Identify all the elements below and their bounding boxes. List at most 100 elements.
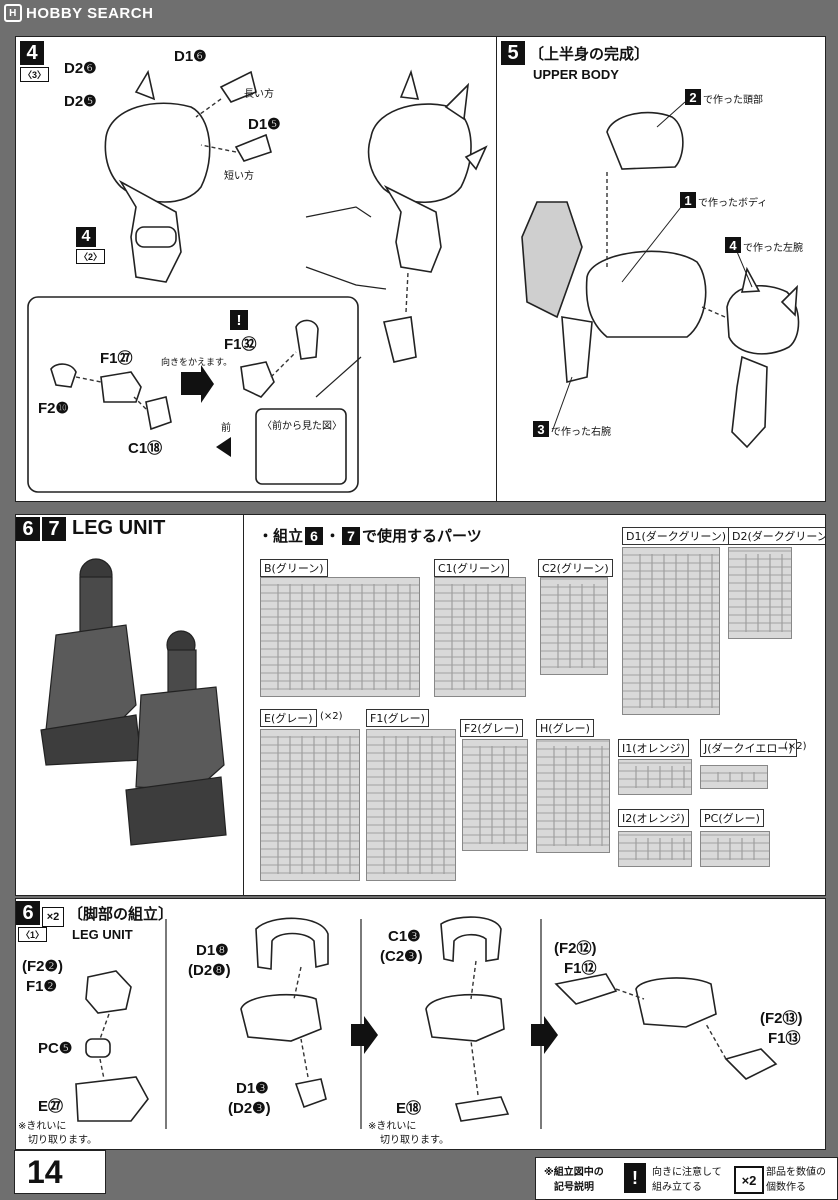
runner-e [260, 729, 360, 881]
callout-1-number: 1 [680, 192, 696, 208]
label-e-27: E㉗ [38, 1098, 64, 1115]
label-d1-5: D1❺ [248, 116, 281, 133]
runner-i2-label: I2(オレンジ) [618, 809, 689, 827]
label-f2-10: F2❿ [38, 400, 69, 417]
parts-heading-step6: 6 [305, 526, 324, 545]
legend-caution-line2: 組み立てる [652, 1182, 702, 1193]
runner-e-label: E(グレー) [260, 709, 317, 727]
parts-panel: ・組立 6 ・ 7 で使用するパーツ B(グリーン) C1(グリーン) C2(グ… [243, 514, 826, 896]
step4-number: 4 [20, 41, 44, 65]
parts-heading: ・組立 6 ・ 7 で使用するパーツ [258, 525, 482, 546]
legend-caution-icon: ! [624, 1163, 646, 1193]
runner-i1-label: I1(オレンジ) [618, 739, 689, 757]
step5-title-en: UPPER BODY [533, 67, 619, 82]
label-d1-6: D1❻ [174, 48, 207, 65]
label-front-view: 〈前から見た図〉 [262, 421, 342, 432]
page-number: 14 [14, 1150, 106, 1194]
callout-4-number: 4 [725, 237, 741, 253]
callout-4-text: で作った左腕 [743, 243, 803, 254]
runner-j-count: (×2) [784, 741, 807, 752]
step6-panel: 6 ×2 〈1〉 〔脚部の組立〕 LEG UNIT [15, 898, 826, 1150]
legend-count-line1: 部品を数値の [766, 1167, 826, 1178]
leg-step-b: 7 [42, 517, 66, 541]
step5-number: 5 [501, 41, 525, 65]
runner-pc-label: PC(グレー) [700, 809, 764, 827]
step6-illustration [75, 916, 778, 1129]
runner-b [260, 577, 420, 697]
label-e-18: E⑱ [396, 1100, 422, 1117]
step5-panel: 5 〔上半身の完成〕 UPPER BODY 2 で作った頭部 1 で作ったボディ… [496, 36, 826, 502]
leg-unit-panel: 6 7 LEG UNIT [15, 514, 245, 896]
runner-b-label: B(グリーン) [260, 559, 328, 577]
label-c2-3: (C2❸) [380, 948, 423, 965]
note2-line2: 切り取ります。 [380, 1135, 449, 1146]
label-c1-3: C1❸ [388, 928, 421, 945]
label-f1-2: F1❷ [26, 978, 57, 995]
runner-d2-label: D2(ダークグリーン) [728, 527, 825, 545]
substep-ref: 〈2〉 [76, 249, 106, 264]
runner-j-label: J(ダークイエロー) [700, 739, 797, 757]
leg-step-a: 6 [16, 517, 40, 541]
label-short: 短い方 [224, 171, 254, 182]
runner-f1 [366, 729, 456, 881]
parts-heading-post: で使用するパーツ [362, 527, 482, 545]
label-f1-12: F1⑫ [564, 960, 597, 977]
step6-title-en: LEG UNIT [72, 927, 133, 942]
step5-illustration [521, 101, 800, 449]
callout-2-number: 2 [685, 89, 701, 105]
step6-ref: 〈1〉 [18, 927, 48, 942]
callout-1-text: で作ったボディ [698, 198, 768, 209]
runner-i1 [618, 759, 692, 795]
runner-d2 [728, 547, 792, 639]
symbol-legend: ※組立図中の 記号説明 ! 向きに注意して 組み立てる ×2 部品を数値の 個数… [535, 1157, 838, 1200]
callout-3-text: で作った右腕 [551, 427, 611, 438]
label-turn: 向きをかえます。 [161, 358, 233, 368]
step4-panel: 4 〈3〉 [15, 36, 498, 502]
label-long: 長い方 [244, 89, 274, 100]
note1-line1: ※きれいに [18, 1121, 67, 1132]
label-d2-8: (D2❽) [188, 962, 231, 979]
substep-ref-number: 4 [76, 227, 96, 247]
label-d2-3: (D2❸) [228, 1100, 271, 1117]
brand-name: HOBBY SEARCH [26, 4, 154, 22]
label-d1-8: D1❽ [196, 942, 229, 959]
hobby-search-logo-icon: H [4, 4, 22, 22]
runner-j [700, 765, 768, 789]
caution-icon: ! [230, 310, 248, 330]
label-c1-18: C1⑱ [128, 440, 163, 457]
runner-c2 [540, 577, 608, 675]
runner-f1-label: F1(グレー) [366, 709, 429, 727]
callout-3-number: 3 [533, 421, 549, 437]
legend-caution-line1: 向きに注意して [652, 1167, 722, 1178]
step5-title-jp: 〔上半身の完成〕 [529, 45, 650, 63]
note1-line2: 切り取ります。 [28, 1135, 97, 1146]
legend-count-icon: ×2 [734, 1166, 764, 1194]
legend-count-line2: 個数作る [766, 1182, 806, 1193]
runner-d1-label: D1(ダークグリーン) [622, 527, 731, 545]
label-d2-6: D2❻ [64, 60, 97, 77]
runner-h [536, 739, 610, 853]
parts-heading-step7: 7 [342, 526, 361, 545]
label-front: 前 [221, 423, 231, 434]
label-f1-13: F1⑬ [768, 1030, 801, 1047]
runner-h-label: H(グレー) [536, 719, 594, 737]
label-f2-13: (F2⑬) [760, 1010, 803, 1027]
label-d2-5: D2❺ [64, 93, 97, 110]
runner-i2 [618, 831, 692, 867]
runner-c2-label: C2(グリーン) [538, 559, 613, 577]
label-d1-3: D1❸ [236, 1080, 269, 1097]
step6-number: 6 [16, 901, 40, 925]
runner-c1 [434, 577, 526, 697]
runner-e-count: (×2) [320, 711, 343, 722]
runner-d1 [622, 547, 720, 715]
label-f1-27: F1㉗ [100, 350, 133, 367]
parts-heading-pre: ・組立 [258, 527, 304, 545]
step6-multiplier: ×2 [42, 907, 64, 927]
callout-2-text: で作った頭部 [703, 95, 763, 106]
step4-ref: 〈3〉 [20, 67, 50, 82]
site-brand: H HOBBY SEARCH [4, 3, 153, 23]
label-pc-5: PC❺ [38, 1040, 73, 1057]
note2-line1: ※きれいに [368, 1121, 417, 1132]
label-f1-32: F1㉜ [224, 336, 257, 353]
step6-title-jp: 〔脚部の組立〕 [68, 905, 174, 923]
